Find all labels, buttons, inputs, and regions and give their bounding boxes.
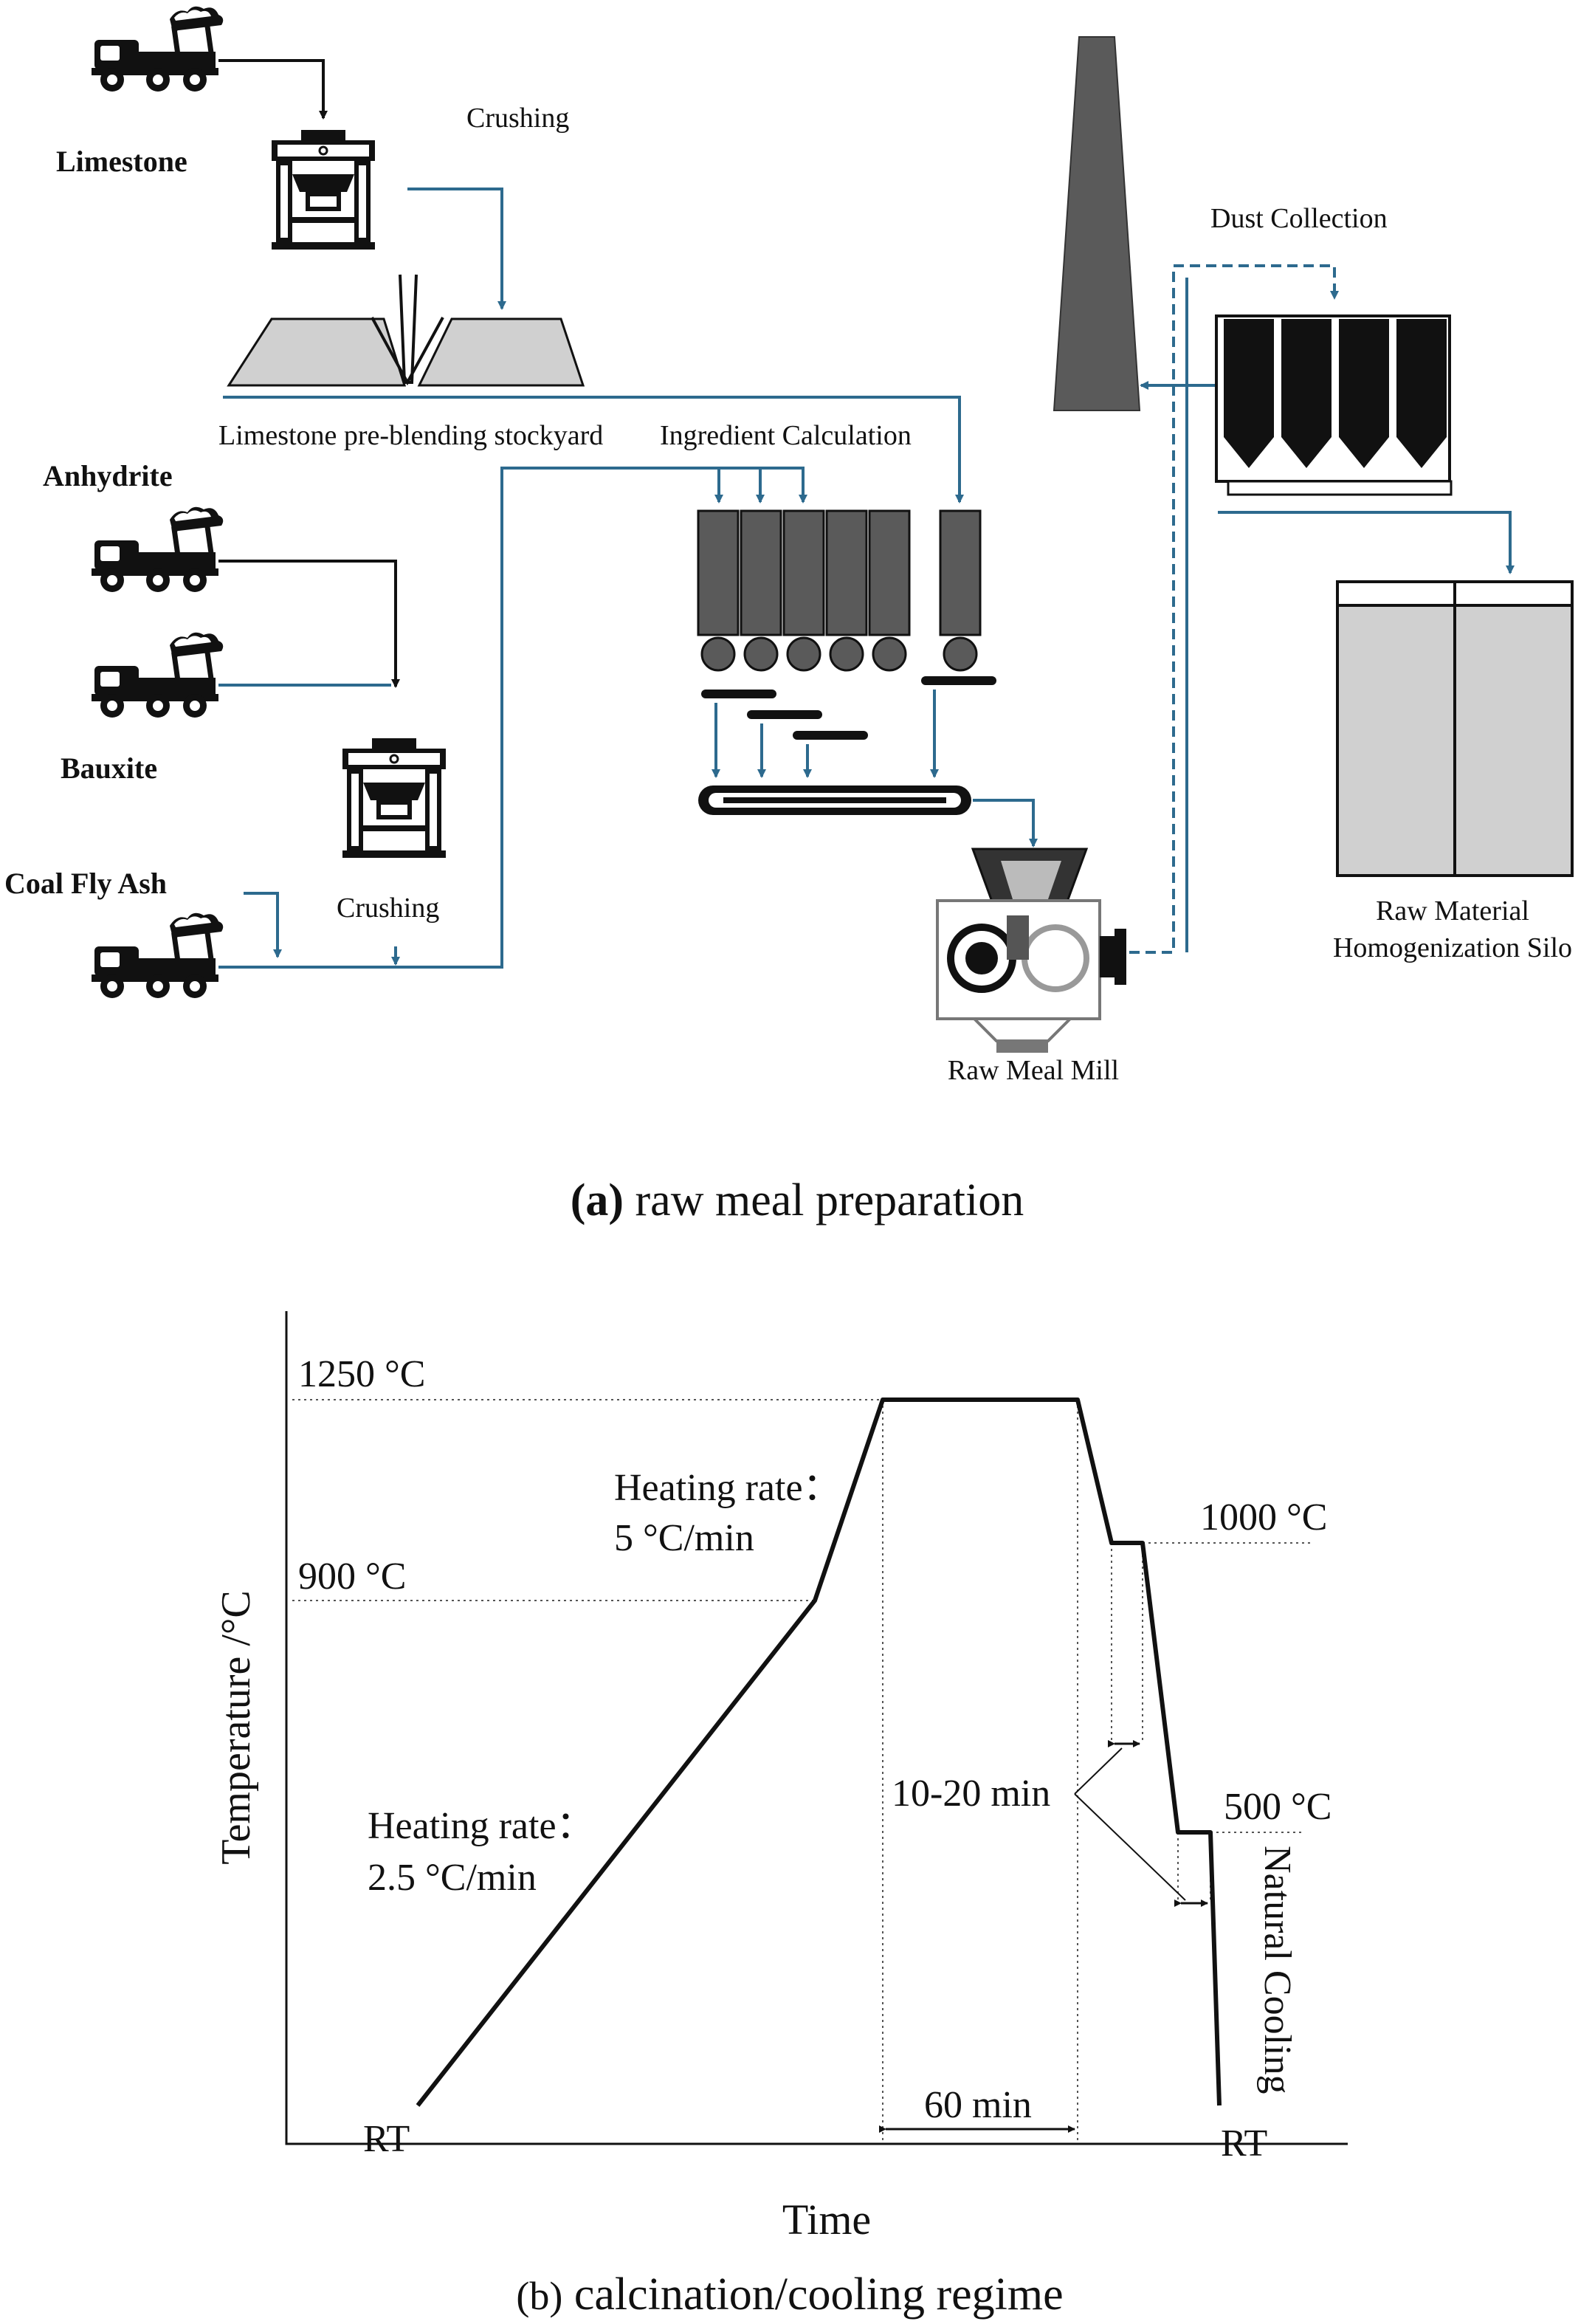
caption-b: (b) calcination/cooling regime: [516, 2269, 1063, 2320]
silo-label-line2: Homogenization Silo: [1333, 932, 1572, 963]
conveyor-belt: [698, 785, 971, 815]
natural-cooling-label: Natural Cooling: [1256, 1846, 1298, 2094]
caption-b-text: calcination/cooling regime: [562, 2269, 1063, 2320]
anhydrite-truck-icon: [92, 506, 224, 592]
crushing-bottom-label: Crushing: [337, 893, 439, 924]
anhydrite-label: Anhydrite: [43, 459, 173, 492]
ingredient-calculation-label: Ingredient Calculation: [660, 420, 912, 451]
leader-line-2: [1074, 1793, 1186, 1901]
stockyard-to-feeder-arrow: [223, 396, 964, 503]
stockyard-piles: [227, 274, 585, 387]
bottom-crusher-icon: [341, 737, 447, 859]
label-rt-start: RT: [363, 2118, 410, 2160]
crushing-top-label: Crushing: [466, 103, 569, 134]
belt-to-mill-arrow: [973, 799, 1038, 848]
caption-a-prefix: (a): [571, 1175, 624, 1225]
x-axis-label: Time: [782, 2196, 871, 2244]
temperature-profile-line: [416, 1398, 1222, 2107]
guide-lines: [292, 1399, 1311, 2141]
bauxite-label: Bauxite: [61, 752, 157, 785]
raw-meal-mill-label: Raw Meal Mill: [948, 1055, 1119, 1086]
label-500: 500 °C: [1224, 1786, 1332, 1828]
bauxite-truck-icon: [92, 632, 224, 718]
coal-fly-ash-arrow: [244, 892, 282, 958]
coal-fly-ash-label: Coal Fly Ash: [4, 867, 167, 900]
label-1250: 1250 °C: [298, 1353, 425, 1395]
heating-rate-1-line1: Heating rate：: [368, 1805, 595, 1847]
coal-fly-ash-truck-icon: [92, 912, 224, 998]
caption-a-text: raw meal preparation: [624, 1175, 1024, 1225]
heating-rate-2-line2: 5 °C/min: [614, 1517, 754, 1559]
limestone-truck-icon: [92, 6, 224, 92]
label-1000: 1000 °C: [1200, 1496, 1327, 1539]
panel-b-calcination-regime: 1250 °C 900 °C 1000 °C 500 °C RT RT Heat…: [213, 1311, 1348, 2320]
anhydrite-to-crusher-arrow: [218, 560, 400, 688]
ingredient-bins: [697, 509, 996, 740]
hold-short-label: 10-20 min: [892, 1773, 1050, 1815]
panel-a-raw-meal-preparation: Limestone Crushing Limestone pre-blendin…: [4, 6, 1574, 1225]
caption-b-prefix: (b): [516, 2274, 562, 2318]
stockyard-label: Limestone pre-blending stockyard: [218, 420, 603, 451]
main-feed-line: [218, 467, 805, 969]
label-rt-end: RT: [1221, 2122, 1267, 2165]
chimney-icon: [1053, 36, 1141, 411]
limestone-label: Limestone: [56, 145, 187, 178]
silo-label-line1: Raw Material: [1376, 895, 1529, 926]
crusher-to-stockyard-arrow: [407, 188, 506, 310]
hold-long-label: 60 min: [924, 2084, 1032, 2126]
heating-rate-2-line1: Heating rate：: [614, 1467, 841, 1509]
dust-to-silo-arrow: [1218, 511, 1515, 574]
limestone-to-crusher-arrow: [218, 59, 328, 120]
raw-meal-mill-icon: [936, 848, 1126, 1053]
silo-icon: [1336, 580, 1574, 877]
mill-to-dust-collection-arrow: [1129, 264, 1339, 954]
bag-filter-icon: [1215, 314, 1453, 496]
label-900: 900 °C: [298, 1555, 406, 1598]
caption-a: (a) raw meal preparation: [571, 1175, 1024, 1225]
y-axis-label: Temperature /°C: [213, 1590, 259, 1864]
leader-line-1: [1074, 1747, 1123, 1795]
heating-rate-1-line2: 2.5 °C/min: [368, 1857, 537, 1899]
top-crusher-icon: [270, 128, 376, 251]
dust-collection-label: Dust Collection: [1210, 203, 1388, 234]
chart-axes: [285, 1311, 1348, 2145]
